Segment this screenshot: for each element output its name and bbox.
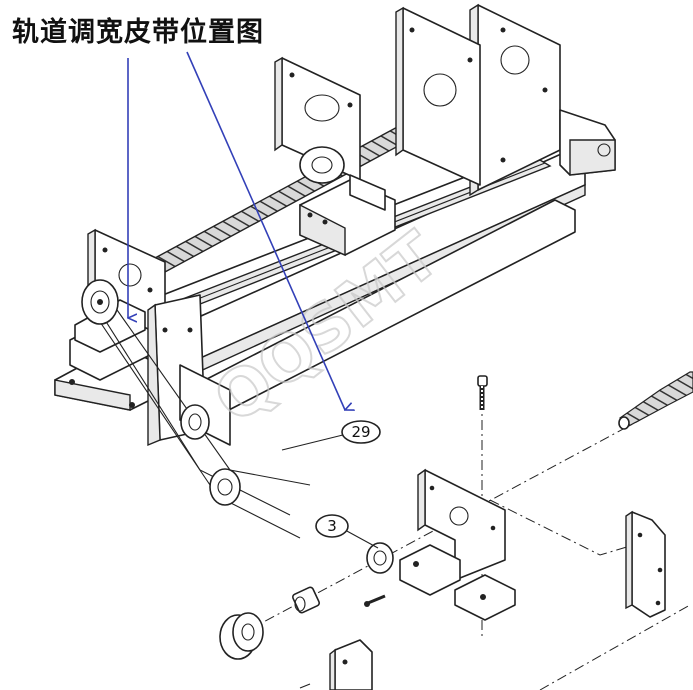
diagram-title: 轨道调宽皮带位置图 (12, 17, 264, 48)
pulley-middle (180, 404, 210, 440)
right-support-bracket (559, 109, 616, 176)
screw-long (477, 375, 488, 410)
middle-plate (395, 6, 481, 186)
slider-block (299, 174, 396, 257)
small-screw (364, 594, 386, 607)
front-plate (147, 294, 231, 447)
pulley-lower (209, 468, 241, 506)
callout-3-label: 3 (327, 517, 337, 535)
callout-29-label: 29 (351, 423, 370, 441)
side-bracket (625, 510, 666, 618)
moving-plate (274, 56, 361, 184)
callout-3: 3 (315, 514, 379, 549)
lower-plate (329, 639, 373, 690)
bracket-plate (399, 468, 516, 621)
bearing (366, 542, 394, 574)
callout-29: 29 (281, 420, 381, 451)
pulley-exploded (219, 612, 264, 660)
arrow-right (186, 51, 345, 410)
pulley-upper (81, 279, 119, 325)
left-base (54, 299, 161, 411)
shaft-end (618, 371, 693, 430)
spacer (291, 586, 321, 614)
